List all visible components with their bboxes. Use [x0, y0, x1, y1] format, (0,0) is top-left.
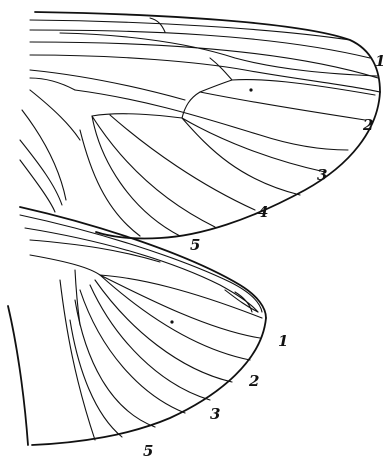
forewing: 1 2 3 4 5 [20, 12, 385, 254]
hindwing-vein [100, 275, 260, 338]
hindwing-vein-label-2: 2 [248, 372, 259, 390]
forewing-vein [30, 55, 380, 92]
hindwing-vein-label-5: 5 [143, 442, 153, 460]
forewing-vein [200, 80, 232, 92]
forewing-vein [60, 33, 377, 76]
forewing-vein [30, 78, 75, 90]
forewing-vein [92, 114, 182, 118]
forewing-vein [210, 58, 232, 80]
forewing-vein-label-3: 3 [317, 166, 327, 184]
hindwing-vein [25, 228, 258, 312]
hindwing-vein [100, 275, 250, 360]
forewing-vein [20, 140, 62, 205]
forewing-vein [20, 160, 55, 212]
hindwing-vein [30, 255, 100, 275]
forewing-vein-label-1: 1 [375, 52, 385, 70]
forewing-vein [110, 115, 255, 210]
forewing-vein-label-2: 2 [362, 116, 373, 134]
hindwing: 1 2 3 5 [8, 207, 288, 460]
forewing-vein [92, 116, 180, 236]
hindwing-vein [95, 280, 232, 382]
forewing-vein [92, 116, 215, 227]
forewing-spot [249, 88, 252, 91]
hindwing-vein-label-3: 3 [210, 405, 220, 423]
forewing-vein-label-5: 5 [190, 236, 200, 254]
hindwing-vein [75, 300, 155, 427]
forewing-costal-margin [35, 12, 380, 92]
forewing-vein [80, 130, 140, 236]
forewing-vein [22, 110, 66, 200]
hindwing-vein [100, 275, 262, 318]
hindwing-vein-label-1: 1 [278, 332, 288, 350]
forewing-vein-label-4: 4 [258, 203, 268, 221]
hindwing-vein [75, 270, 80, 325]
hindwing-spot [170, 320, 173, 323]
hindwing-inner-margin [8, 306, 28, 445]
forewing-vein [150, 18, 165, 32]
forewing-vein [200, 92, 365, 120]
forewing-vein [182, 118, 325, 172]
hindwing-vein [90, 285, 210, 400]
hindwing-vein [20, 215, 262, 312]
